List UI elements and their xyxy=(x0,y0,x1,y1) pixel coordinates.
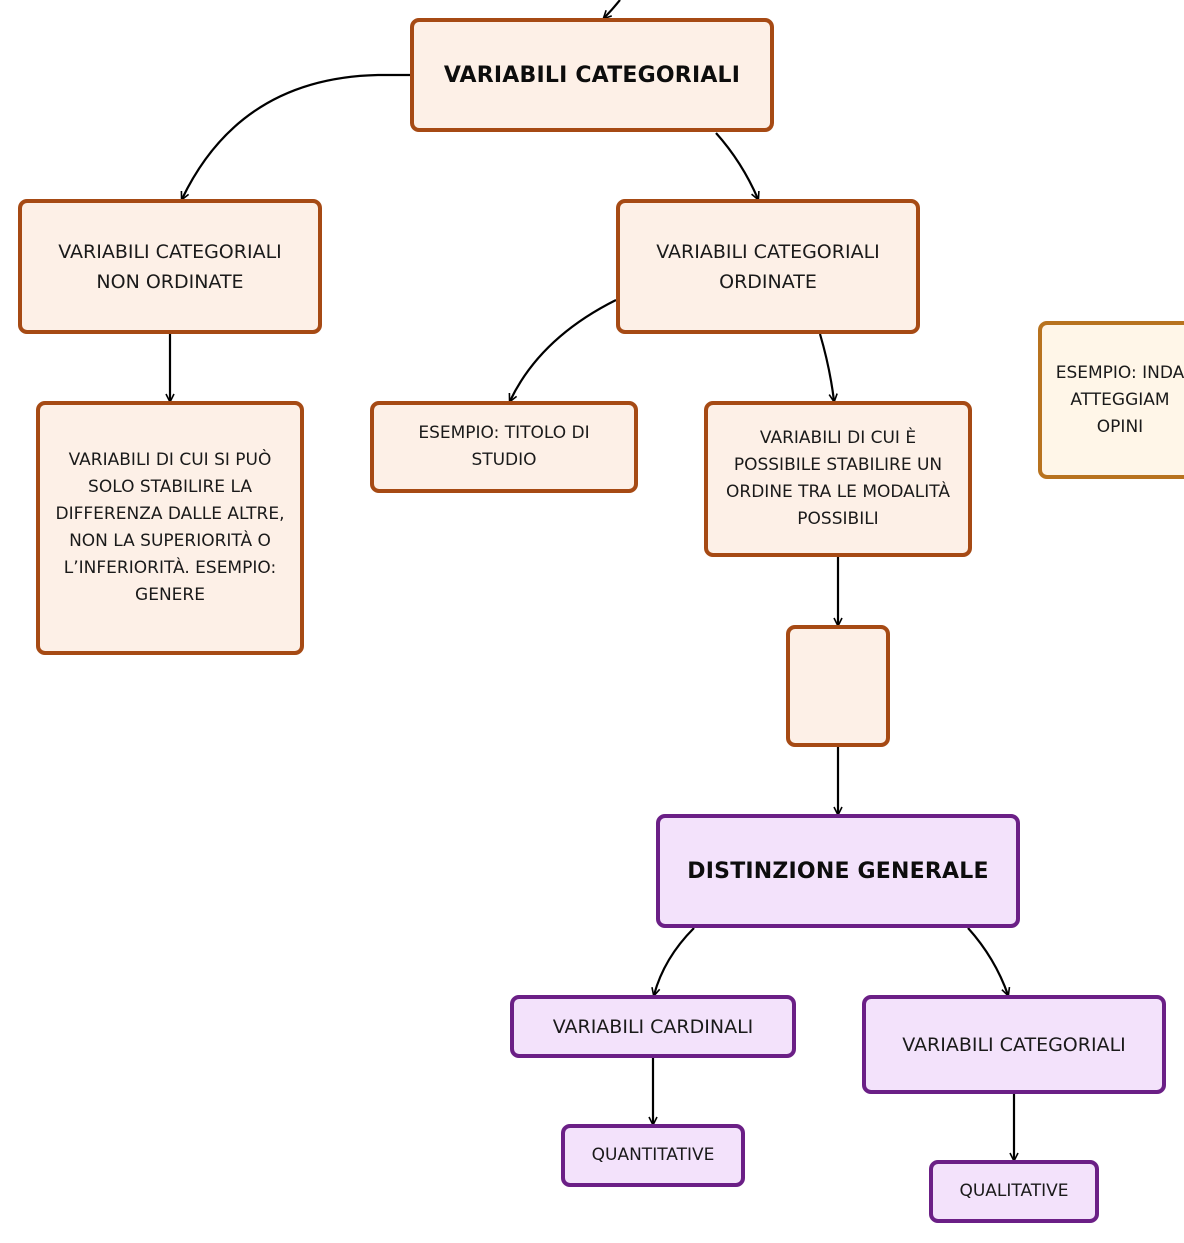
node-categoriali-non-ordinate[interactable]: VARIABILI CATEGORIALI NON ORDINATE xyxy=(18,199,322,334)
node-label: ESEMPIO: TITOLO DI STUDIO xyxy=(418,423,590,470)
node-esempio-indagine-partial[interactable]: ESEMPIO: INDA ATTEGGIAM OPINI xyxy=(1038,321,1184,479)
node-label: VARIABILI DI CUI SI PUÒ SOLO STABILIRE L… xyxy=(55,450,285,605)
node-label: VARIABILI DI CUI È POSSIBILE STABILIRE U… xyxy=(726,428,950,529)
node-distinzione-generale[interactable]: DISTINZIONE GENERALE xyxy=(656,814,1020,928)
node-label: DISTINZIONE GENERALE xyxy=(687,858,989,884)
node-label: VARIABILI CARDINALI xyxy=(552,1015,754,1038)
node-variabili-categoriali-main[interactable]: VARIABILI CATEGORIALI xyxy=(410,18,774,132)
node-variabili-categoriali-purple[interactable]: VARIABILI CATEGORIALI xyxy=(862,995,1166,1094)
node-variabili-cardinali[interactable]: VARIABILI CARDINALI xyxy=(510,995,796,1058)
node-label: VARIABILI CATEGORIALI ORDINATE xyxy=(656,240,880,293)
node-ordinate-description[interactable]: VARIABILI DI CUI È POSSIBILE STABILIRE U… xyxy=(704,401,972,557)
node-label: VARIABILI CATEGORIALI xyxy=(902,1033,1126,1056)
node-non-ordinate-description[interactable]: VARIABILI DI CUI SI PUÒ SOLO STABILIRE L… xyxy=(36,401,304,655)
edge-distinzione-to-categoriali xyxy=(967,927,1008,995)
node-categoriali-ordinate[interactable]: VARIABILI CATEGORIALI ORDINATE xyxy=(616,199,920,334)
edge-ordinate-to-desc xyxy=(818,333,834,401)
edge-distinzione-to-cardinali xyxy=(654,927,695,995)
edge-cat-to-ordinate xyxy=(715,132,758,199)
node-label: ESEMPIO: INDA ATTEGGIAM OPINI xyxy=(1055,362,1184,437)
node-esempio-titolo-di-studio[interactable]: ESEMPIO: TITOLO DI STUDIO xyxy=(370,401,638,493)
node-label: QUALITATIVE xyxy=(959,1181,1069,1201)
edge-top-incoming xyxy=(604,0,621,18)
node-label: VARIABILI CATEGORIALI NON ORDINATE xyxy=(58,240,282,293)
node-label: QUANTITATIVE xyxy=(591,1145,715,1165)
edge-cat-to-non-ordinate xyxy=(182,73,410,199)
node-qualitative[interactable]: QUALITATIVE xyxy=(929,1160,1099,1223)
node-empty-box[interactable] xyxy=(786,625,890,747)
edge-ordinate-to-esempio xyxy=(510,299,617,401)
node-quantitative[interactable]: QUANTITATIVE xyxy=(561,1124,745,1187)
node-label: VARIABILI CATEGORIALI xyxy=(443,62,741,88)
